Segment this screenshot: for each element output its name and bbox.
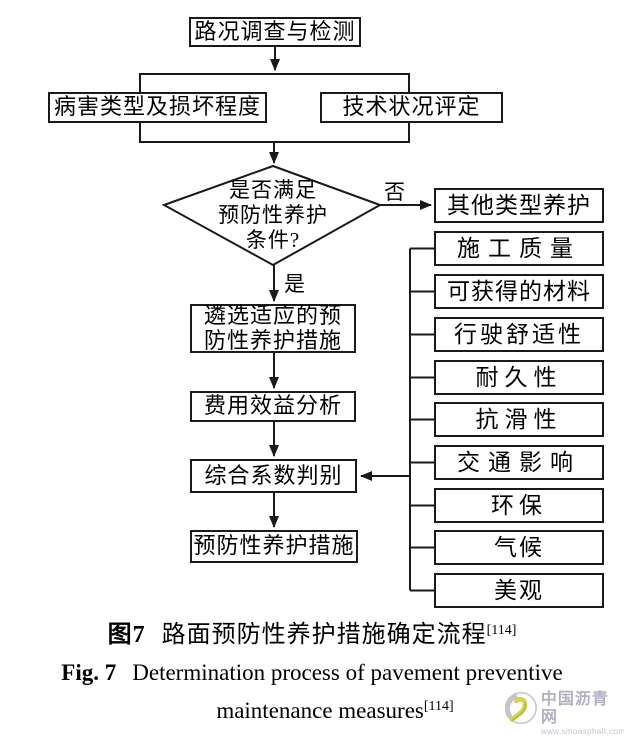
watermark: 中国沥青网 www.sinoasphalt.com — [504, 691, 624, 736]
coefficient-box: 综合系数判别 — [190, 459, 357, 493]
caption-en-line1: Fig. 7 Determination process of pavement … — [0, 660, 624, 686]
caption-en-line2: maintenance measures[114] — [23, 698, 624, 724]
criteria-label: 气候 — [494, 534, 544, 560]
criteria-label: 施工质量 — [457, 235, 581, 261]
final-measure-label: 预防性养护措施 — [193, 533, 355, 559]
no-label: 否 — [384, 180, 405, 204]
decision-line3: 条件? — [245, 228, 301, 252]
criteria-label: 美观 — [494, 577, 544, 603]
other-maintenance-box: 其他类型养护 — [434, 188, 604, 223]
decision-diamond-text: 是否满足 预防性养护 条件? — [191, 178, 355, 253]
criteria-box-traffic-impact: 交通影响 — [434, 445, 604, 480]
criteria-label: 抗滑性 — [475, 406, 563, 432]
criteria-box-quality: 施工质量 — [434, 231, 604, 266]
flow-connectors — [161, 47, 434, 592]
caption-zh-text: 路面预防性养护措施确定流程 — [161, 622, 487, 648]
disease-box: 病害类型及损坏程度 — [48, 92, 267, 123]
criteria-box-climate: 气候 — [434, 530, 604, 565]
criteria-box-ride-comfort: 行驶舒适性 — [434, 317, 604, 352]
watermark-name: 中国沥青网 — [540, 691, 609, 726]
final-measure-box: 预防性养护措施 — [190, 530, 358, 563]
coefficient-label: 综合系数判别 — [204, 462, 343, 488]
evaluation-label: 技术状况评定 — [342, 94, 481, 120]
figure-number-en: Fig. 7 — [61, 660, 117, 685]
caption-en-text1: Determination process of pavement preven… — [132, 660, 563, 685]
survey-label: 路况调查与检测 — [194, 18, 356, 44]
disease-label: 病害类型及损坏程度 — [53, 94, 261, 120]
select-line1: 遴选适应的预 — [203, 302, 342, 328]
cost-benefit-label: 费用效益分析 — [203, 393, 342, 419]
reference-superscript-en: [114] — [423, 699, 454, 714]
evaluation-box: 技术状况评定 — [320, 92, 503, 123]
criteria-label: 行驶舒适性 — [454, 321, 584, 347]
watermark-url: www.sinoasphalt.com — [540, 727, 624, 736]
criteria-box-aesthetics: 美观 — [434, 573, 604, 608]
other-maintenance-label: 其他类型养护 — [447, 192, 591, 218]
select-box: 遴选适应的预 防性养护措施 — [190, 302, 356, 353]
reference-superscript-zh: [114] — [486, 623, 517, 638]
sinoasphalt-logo-icon — [504, 691, 537, 725]
caption-en-text2: maintenance measures — [216, 698, 424, 723]
criteria-box-environment: 环保 — [434, 488, 604, 523]
decision-line2: 预防性养护 — [218, 203, 328, 227]
criteria-label: 交通影响 — [457, 449, 581, 475]
select-line2: 防性养护措施 — [203, 327, 342, 353]
figure-number-zh: 图7 — [107, 622, 146, 648]
criteria-box-skid-resistance: 抗滑性 — [434, 402, 604, 437]
cost-benefit-box: 费用效益分析 — [190, 391, 356, 422]
criteria-label: 耐久性 — [475, 364, 563, 390]
decision-line1: 是否满足 — [229, 178, 317, 202]
criteria-box-durability: 耐久性 — [434, 360, 604, 395]
watermark-text: 中国沥青网 www.sinoasphalt.com — [541, 691, 624, 736]
criteria-label: 可获得的材料 — [447, 278, 591, 304]
criteria-label: 环保 — [491, 492, 547, 518]
criteria-box-materials: 可获得的材料 — [434, 274, 604, 309]
caption-zh: 图7 路面预防性养护措施确定流程[114] — [0, 614, 624, 649]
yes-label: 是 — [284, 272, 305, 296]
survey-box: 路况调查与检测 — [189, 17, 361, 47]
